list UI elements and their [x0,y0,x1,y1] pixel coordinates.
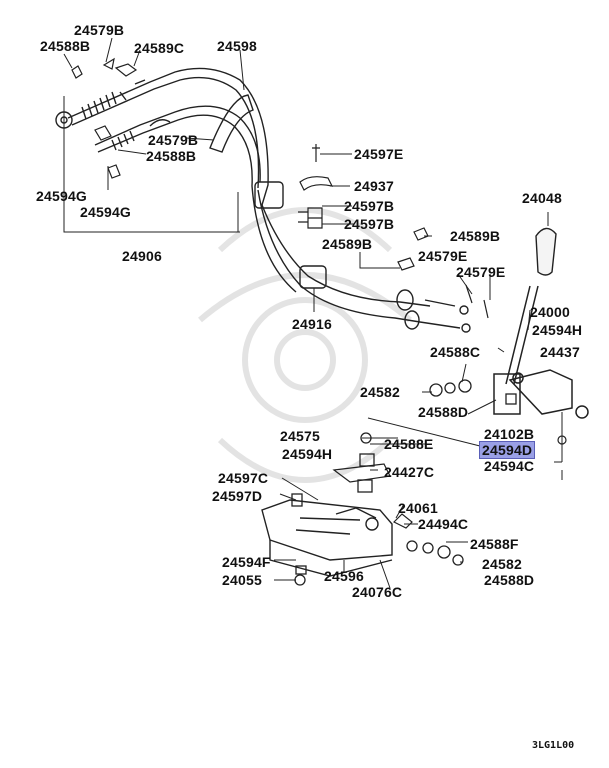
label-24048: 24048 [522,190,562,206]
label-24588C: 24588C [430,344,481,360]
label-24102B: 24102B [484,426,535,442]
label-24597B-a: 24597B [344,198,395,214]
label-24597C: 24597C [218,470,269,486]
label-24061: 24061 [398,500,438,516]
label-24594G-right: 24594G [80,204,132,220]
label-24582-bottom: 24582 [482,556,522,572]
label-24597E: 24597E [354,146,404,162]
label-24597B-b: 24597B [344,216,395,232]
label-24596: 24596 [324,568,364,584]
upper-cable [55,67,269,206]
label-24579E-a: 24579E [418,248,468,264]
label-24588B-top: 24588B [40,38,91,54]
label-24588D-bottom: 24588D [484,572,535,588]
label-24594G-left: 24594G [36,188,88,204]
label-24494C: 24494C [418,516,469,532]
bracket-24598 [209,94,254,153]
label-24588E: 24588E [384,436,434,452]
label-24055: 24055 [222,572,262,588]
label-24594H-top: 24594H [532,322,583,338]
label-24594D: 24594D [479,441,536,459]
leader-lines [63,37,563,589]
label-24597D: 24597D [212,488,263,504]
label-24437: 24437 [540,344,580,360]
label-24579B-top: 24579B [74,22,125,38]
label-24427C: 24427C [384,464,435,480]
label-24582-top: 24582 [360,384,400,400]
label-24906: 24906 [122,248,162,264]
label-24916: 24916 [292,316,332,332]
label-24589B-right: 24589B [450,228,501,244]
middle-cables [251,181,471,333]
diagram-code: 3LG1L00 [532,740,575,751]
shift-knob [535,227,557,276]
label-24594C: 24594C [484,458,535,474]
label-24588D-top: 24588D [418,404,469,420]
label-24575: 24575 [280,428,320,444]
label-24594H-bottom: 24594H [282,446,333,462]
label-24588B-mid: 24588B [146,148,197,164]
base-housing [261,499,393,577]
label-24588F: 24588F [470,536,519,552]
label-24579E-b: 24579E [456,264,506,280]
label-24076C: 24076C [352,584,403,600]
label-24598: 24598 [217,38,257,54]
lower-cable [94,105,261,187]
label-24000: 24000 [530,304,570,320]
label-24594F: 24594F [222,554,271,570]
label-24937: 24937 [354,178,394,194]
label-24579B-mid: 24579B [148,132,199,148]
label-24589C: 24589C [134,40,185,56]
shift-lever [493,285,589,419]
label-24589B-left: 24589B [322,236,373,252]
